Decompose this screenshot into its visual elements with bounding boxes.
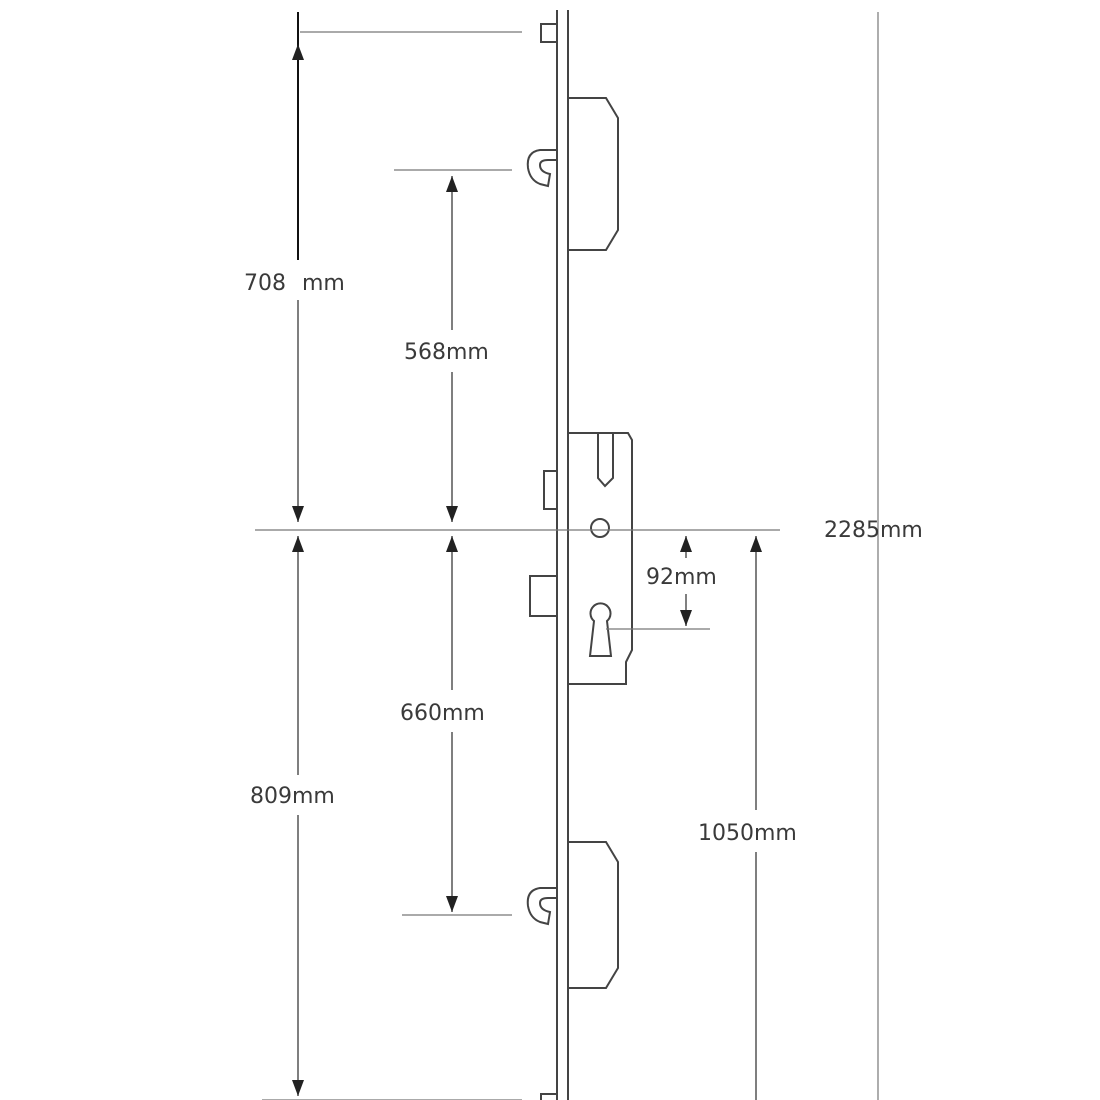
dimension-92: 92mm [646,536,717,626]
lower-hook-bolt [526,841,619,989]
dimension-568-label: 568mm [404,340,489,365]
lock-faceplate [556,10,569,1100]
euro-cylinder-hole [588,602,613,657]
bottom-tab [540,1093,558,1100]
dimension-708-unit: mm [302,271,345,296]
spindle-hole [590,518,610,538]
dimension-660: 660mm [400,536,485,912]
top-tab [540,23,558,43]
dimension-568: 568mm [404,176,489,522]
dimension-1050-label: 1050mm [698,821,797,846]
dimension-809-label: 809mm [250,784,335,809]
dimension-2285-label: 2285mm [824,518,923,543]
dimension-1050: 1050mm [698,536,797,1100]
reference-lines [255,12,879,1100]
dimension-92-label: 92mm [646,565,717,590]
dimension-660-label: 660mm [400,701,485,726]
dimension-708: 708 mm [244,12,345,522]
dimension-809: 809mm [250,536,335,1096]
central-gearbox [529,432,633,685]
upper-hook-bolt [526,97,619,251]
dimension-708-value: 708 [244,271,286,296]
